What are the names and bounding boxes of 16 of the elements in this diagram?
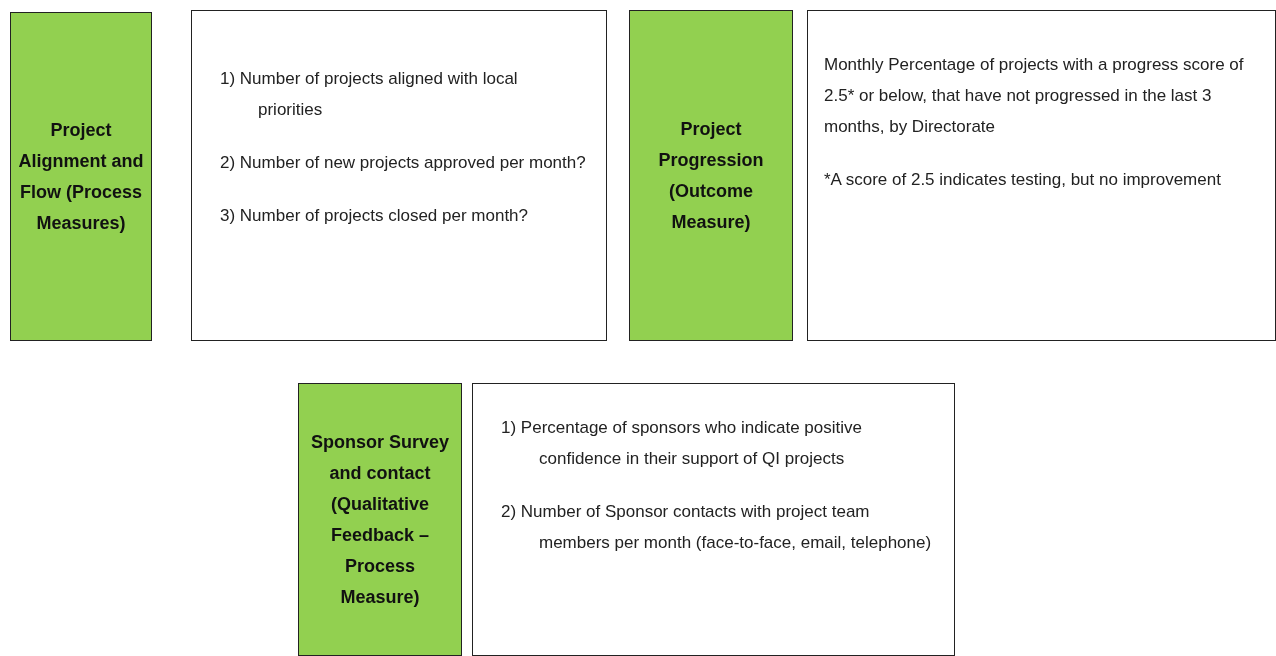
category-box — [10, 12, 152, 341]
category-label: Sponsor Survey and contact (Qualitative Feedback – Process Measure) — [309, 430, 450, 609]
description-text: Monthly Percentage of projects with a progress score of 2.5* or below, that have not progressed in the last 3 months, by Directorate — [824, 54, 1245, 138]
category-box — [298, 383, 462, 656]
description-text: *A score of 2.5 indicates testing, but no improvement — [824, 169, 1222, 191]
description-box — [191, 10, 607, 341]
category-label: Project Alignment and Flow (Process Measures) — [17, 118, 145, 235]
list-item: 2) Number of Sponsor contacts with project team members per month (face-to-face, email, telephone) — [501, 501, 933, 554]
description-box — [472, 383, 955, 656]
category-label: Project Progression (Outcome Measure) — [657, 117, 765, 234]
list-item: 1) Percentage of sponsors who indicate positive confidence in their support of QI projects — [501, 417, 863, 470]
list-item: 1) Number of projects aligned with local priorities — [220, 68, 519, 121]
category-box — [629, 10, 793, 341]
list-item: 3) Number of projects closed per month? — [220, 205, 530, 227]
description-box — [807, 10, 1276, 341]
list-item: 2) Number of new projects approved per month? — [220, 152, 586, 174]
